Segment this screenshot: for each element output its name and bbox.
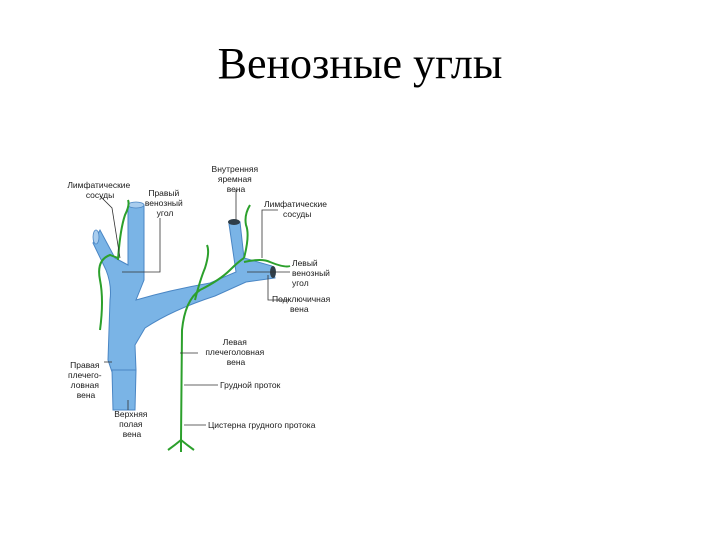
right-lymph-vessel-1	[98, 253, 119, 331]
label-line: полая	[119, 419, 143, 429]
label-line: Внутренняя	[212, 164, 259, 174]
label-line: угол	[292, 278, 309, 288]
label-line: венозный	[292, 268, 330, 278]
leader-right-angle	[122, 218, 161, 273]
label-line: Лимфатические	[67, 180, 130, 190]
label-line: вена	[290, 304, 309, 314]
vein-body	[92, 204, 276, 373]
label-line: Правый	[148, 188, 179, 198]
label-line: яремная	[218, 174, 252, 184]
label-line: вена	[77, 390, 96, 400]
lymph-vessels	[98, 199, 291, 452]
svc-lower	[111, 369, 137, 411]
label-line: Подключичная	[272, 294, 331, 304]
cisterna-branch-2	[180, 439, 195, 451]
left-lymph-vessel-1	[243, 204, 251, 259]
label-line: венозный	[145, 198, 183, 208]
label-line: плечего-	[68, 370, 102, 380]
slide-title: Венозные углы	[217, 39, 503, 88]
leader-left-lymph	[99, 195, 121, 259]
leader-right-lymph	[261, 209, 278, 258]
label-thoracic-duct: Грудной проток	[220, 380, 281, 390]
right-subclavian-end	[92, 229, 100, 245]
right-jugular-end	[127, 201, 145, 209]
label-line: сосуды	[283, 209, 311, 219]
diagram-labels: Лимфатические сосуды Правый венозный уго…	[67, 164, 333, 439]
label-line: Лимфатические	[264, 199, 327, 209]
label-right-lymph-vessels: Лимфатические сосуды	[264, 199, 329, 219]
label-subclavian: Подключичная вена	[272, 294, 333, 314]
label-right-brachiocephalic: Правая плечего- ловная вена	[68, 360, 104, 400]
label-line: Левый	[292, 258, 318, 268]
label-left-venous-angle: Левый венозный угол	[292, 258, 332, 288]
left-lymph-vessel-3	[194, 244, 210, 301]
veins	[92, 201, 276, 411]
leader-lines	[99, 190, 290, 426]
label-line: Грудной проток	[220, 380, 281, 390]
thoracic-duct-line	[180, 257, 245, 441]
label-line: вена	[123, 429, 142, 439]
label-internal-jugular: Внутренняя яремная вена	[212, 164, 261, 194]
label-line: угол	[157, 208, 174, 218]
cisterna-branch-1	[167, 439, 182, 451]
label-left-lymph-vessels: Лимфатические сосуды	[67, 180, 132, 200]
label-superior-vena-cava: Верхняя полая вена	[114, 409, 150, 439]
label-line: Верхняя	[114, 409, 148, 419]
label-line: сосуды	[86, 190, 114, 200]
leader-subclavian	[267, 275, 290, 301]
label-right-venous-angle: Правый венозный угол	[145, 188, 185, 218]
label-line: вена	[227, 357, 246, 367]
label-line: вена	[227, 184, 246, 194]
label-line: Левая	[223, 337, 247, 347]
left-lymph-vessel-2	[243, 259, 291, 268]
label-line: ловная	[71, 380, 100, 390]
label-left-brachiocephalic: Левая плечеголовная вена	[205, 337, 266, 367]
label-line: плечеголовная	[205, 347, 264, 357]
internal-jugular-end	[228, 219, 240, 225]
right-lymph-vessel-2	[117, 199, 130, 261]
label-cisterna-chyli: Цистерна грудного протока	[208, 420, 316, 430]
label-line: Правая	[70, 360, 100, 370]
label-line: Цистерна грудного протока	[208, 420, 316, 430]
